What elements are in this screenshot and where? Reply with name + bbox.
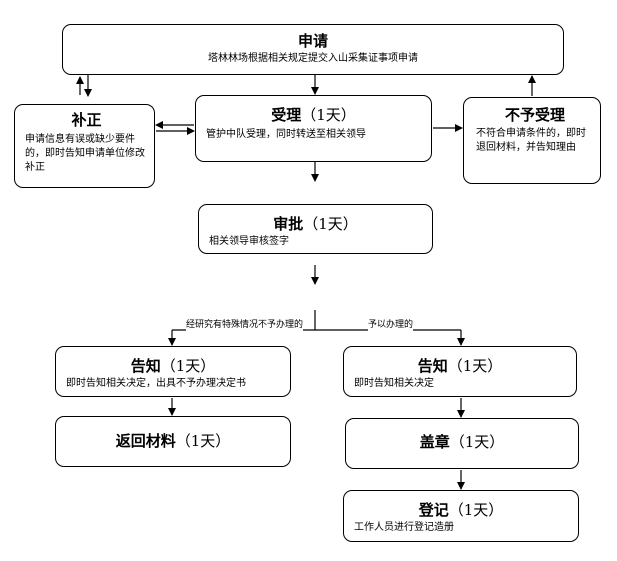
branch-label-approve: 予以办理的 [368, 320, 414, 331]
seal-box: 盖章（1天） [345, 418, 579, 469]
apply-desc: 塔林林场根据相关规定提交入山采集证事项申请 [208, 53, 418, 64]
notify-right-days: （1天） [447, 357, 503, 375]
register-title: 登记 [418, 501, 449, 519]
seal-heading: 盖章（1天） [346, 431, 578, 452]
notify-left-desc: 即时告知相关决定，出具不予办理决定书 [66, 378, 246, 389]
apply-title: 申请 [297, 32, 328, 50]
apply-box: 申请 塔林林场根据相关规定提交入山采集证事项申请 [62, 24, 564, 75]
notify-right-box: 告知（1天） 即时告知相关决定 [343, 346, 577, 397]
register-days: （1天） [448, 501, 504, 519]
notify-left-title: 告知 [130, 357, 161, 375]
accept-title: 受理 [271, 106, 302, 124]
accept-desc: 管护中队受理，同时转送至相关领导 [206, 129, 366, 140]
notify-right-heading: 告知（1天） [354, 355, 566, 376]
accept-days: （1天） [301, 106, 356, 124]
seal-days: （1天） [449, 433, 505, 451]
return-materials-days: （1天） [175, 432, 231, 450]
accept-heading: 受理（1天） [206, 104, 421, 125]
approve-days: （1天） [303, 215, 358, 233]
reject-title: 不予受理 [504, 106, 565, 124]
return-materials-heading: 返回材料（1天） [56, 430, 290, 451]
accept-box: 受理（1天） 管护中队受理，同时转送至相关领导 [195, 95, 432, 162]
reject-box: 不予受理 不符合申请条件的，即时退回材料，并告知理由 [463, 97, 601, 184]
register-desc: 工作人员进行登记造册 [354, 522, 454, 533]
branch-label-reject: 经研究有特殊情况不予办理的 [186, 320, 304, 331]
supplement-box: 补正 申请信息有误或缺少要件的，即时告知申请单位修改补正 [14, 104, 155, 188]
notify-left-box: 告知（1天） 即时告知相关决定，出具不予办理决定书 [55, 346, 291, 397]
supplement-desc: 申请信息有误或缺少要件的，即时告知申请单位修改补正 [25, 134, 145, 173]
approve-desc: 相关领导审核签字 [209, 236, 289, 247]
return-materials-box: 返回材料（1天） [55, 416, 291, 467]
reject-desc: 不符合申请条件的，即时退回材料，并告知理由 [476, 128, 586, 153]
register-box: 登记（1天） 工作人员进行登记造册 [343, 490, 579, 542]
notify-left-days: （1天） [160, 357, 216, 375]
register-heading: 登记（1天） [354, 499, 568, 520]
notify-right-desc: 即时告知相关决定 [354, 378, 434, 389]
approve-title: 审批 [273, 215, 304, 233]
notify-left-heading: 告知（1天） [66, 355, 280, 376]
notify-right-title: 告知 [417, 357, 448, 375]
approve-heading: 审批（1天） [209, 213, 422, 234]
approve-box: 审批（1天） 相关领导审核签字 [198, 204, 433, 254]
supplement-title: 补正 [71, 111, 102, 129]
seal-title: 盖章 [419, 433, 450, 451]
return-materials-title: 返回材料 [115, 432, 176, 450]
